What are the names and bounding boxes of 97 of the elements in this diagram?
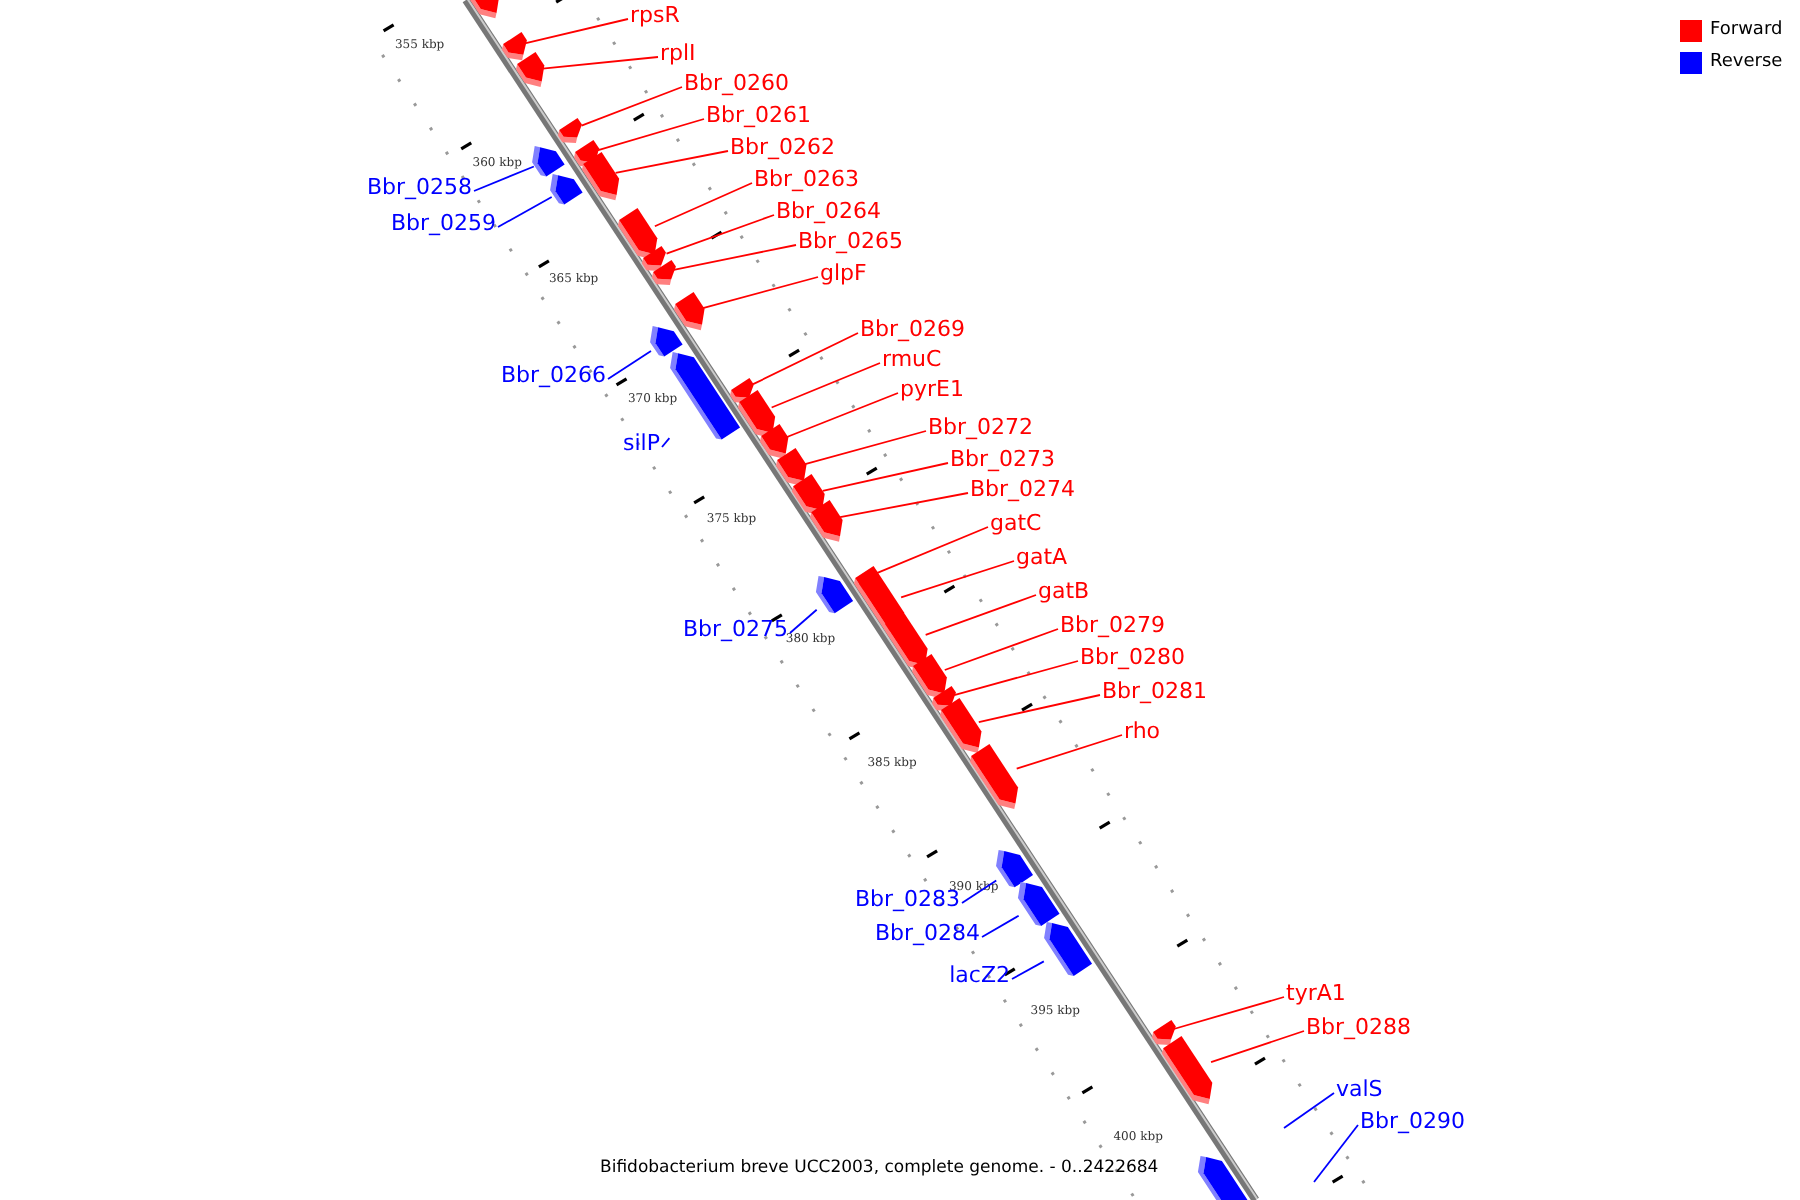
gene-block [792,473,826,515]
gene-label: Bbr_0275 [682,616,788,642]
leader-line [596,118,705,152]
leader-line [953,660,1079,696]
leader-line [924,594,1037,636]
gene-label: Bbr_0288 [1306,1014,1412,1040]
gene-block [996,849,1034,887]
legend-label: Reverse [1710,50,1783,76]
gene-label: Bbr_0290 [1360,1108,1466,1134]
leader-line [497,196,553,228]
gene-label: Bbr_0279 [1060,612,1166,638]
gene-label: gatA [1016,544,1068,570]
gene-label: gatC [990,510,1042,536]
legend-label: Forward [1710,18,1783,44]
leader-line [473,165,535,192]
gene-block [776,448,807,487]
gene-label: Bbr_0283 [854,886,960,912]
gene-label: Bbr_0265 [798,228,904,254]
leader-line [661,437,671,448]
leader-line [701,276,819,310]
leader-line [943,628,1059,671]
gene-block [1017,882,1060,927]
leader-line [607,350,652,380]
gene-block [911,653,946,699]
gene-block [550,173,584,204]
caption: Bifidobacterium breve UCC2003, complete genome. - 0..2422684 [600,1156,1159,1182]
gene-label: Bbr_0274 [970,476,1076,502]
gene-label: Bbr_0258 [366,174,472,200]
gene-label: rmuC [882,346,942,372]
leader-line [770,362,881,409]
leader-line [580,86,683,127]
gene-label: rpsR [630,2,680,28]
gene-label: Bbr_0272 [928,414,1034,440]
leader-line [541,56,659,70]
leader-line [1283,1092,1335,1129]
leader-line [873,526,989,575]
gene-label: valS [1336,1076,1383,1102]
gene-label: Bbr_0262 [730,134,836,160]
leader-line [672,244,797,271]
leader-line [804,430,927,466]
gene-block [760,424,789,460]
leader-line [665,214,775,255]
gene-block [970,743,1019,809]
leader-line [1015,734,1123,770]
gene-block [1162,1035,1213,1105]
gene-block [532,145,566,176]
gene-label: gatB [1038,578,1090,604]
gene-label: Bbr_0284 [874,920,980,946]
gene-block [650,325,684,356]
gene-block [737,389,775,438]
gene-label: Bbr_0266 [500,362,606,388]
gene-block [815,575,853,613]
gene-label: pyrE1 [900,376,964,402]
gene-block [558,117,583,143]
gene-label: silP [623,430,660,456]
gene-block [502,31,528,60]
gene-label: Bbr_0260 [684,70,790,96]
leader-line [525,18,629,45]
leader-line [977,694,1101,723]
leader-line [1172,996,1285,1031]
gene-label: rplI [660,40,696,66]
gene-block [642,245,667,271]
gene-label: Bbr_0261 [706,102,812,128]
leader-line [1313,1124,1359,1183]
gene-label: Bbr_0259 [390,210,496,236]
gene-block [515,52,544,88]
gene-block [1151,1019,1176,1045]
leader-line [752,332,859,386]
gene-label: tyrA1 [1286,980,1346,1006]
leader-line [653,182,753,228]
gene-block [581,151,619,200]
leader-line [789,608,818,634]
gene-label: Bbr_0273 [950,446,1056,472]
gene-block [673,292,705,331]
gene-label: Bbr_0264 [776,198,882,224]
gene-label: glpF [820,260,867,286]
leader-line [786,392,899,438]
leader-line [821,462,949,492]
gene-label: rho [1124,718,1161,744]
gene-block [618,208,658,260]
leader-line [1011,960,1045,980]
leader-line [839,492,969,519]
gene-label: lacZ2 [949,962,1010,988]
gene-label: Bbr_0280 [1080,644,1186,670]
leader-line [900,560,1015,599]
gene-block [1043,921,1092,976]
gene-label: Bbr_0281 [1102,678,1208,704]
leader-line [614,150,729,174]
gene-label: Bbr_0269 [860,316,966,342]
gene-block [940,698,983,754]
leader-line [981,914,1020,938]
gene-block [809,499,843,541]
gene-block [884,612,929,672]
gene-block [729,377,754,403]
leader-line [1210,1030,1305,1063]
gene-block [651,259,676,285]
gene-label: Bbr_0263 [754,166,860,192]
